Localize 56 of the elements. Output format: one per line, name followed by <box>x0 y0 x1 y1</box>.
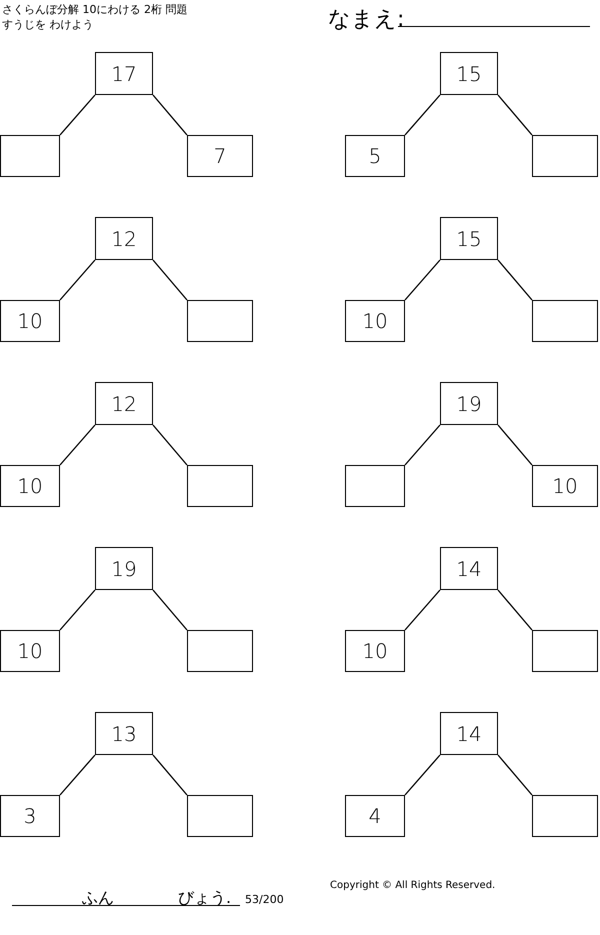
answer-box <box>187 630 253 672</box>
number-box: 17 <box>95 52 153 95</box>
answer-box <box>345 465 405 507</box>
answer-box <box>0 135 60 177</box>
number-box: 19 <box>440 382 498 425</box>
connector-line <box>404 590 440 630</box>
number-box: 10 <box>345 630 405 672</box>
name-label: なまえ: <box>328 6 404 34</box>
number-box: 10 <box>532 465 598 507</box>
connector-line <box>152 590 188 630</box>
connector-line <box>60 424 96 466</box>
minutes-label: ふん <box>82 888 114 909</box>
number-box: 10 <box>0 630 60 672</box>
number-box: 10 <box>0 300 60 342</box>
answer-box <box>532 135 598 177</box>
number-box: 14 <box>440 712 498 755</box>
connector-line <box>60 590 96 630</box>
answer-box <box>187 465 253 507</box>
answer-box <box>187 795 253 837</box>
worksheet-title: さくらんぼ分解 10にわける 2桁 問題 <box>2 2 188 17</box>
number-box: 5 <box>345 135 405 177</box>
connector-line <box>498 424 532 466</box>
connector-line <box>60 260 96 300</box>
answer-box <box>532 795 598 837</box>
worksheet-instruction: すうじを わけよう <box>2 17 94 32</box>
connector-line <box>404 94 440 136</box>
number-box: 15 <box>440 52 498 95</box>
number-box: 12 <box>95 217 153 260</box>
connector-line <box>498 590 532 630</box>
connector-line <box>404 260 440 300</box>
number-box: 13 <box>95 712 153 755</box>
connector-line <box>498 94 532 136</box>
number-box: 7 <box>187 135 253 177</box>
connector-line <box>152 754 188 796</box>
connector-line <box>152 260 188 300</box>
number-box: 12 <box>95 382 153 425</box>
number-box: 14 <box>440 547 498 590</box>
answer-box <box>532 300 598 342</box>
number-box: 4 <box>345 795 405 837</box>
number-box: 15 <box>440 217 498 260</box>
connector-line <box>498 754 532 796</box>
number-box: 10 <box>345 300 405 342</box>
connector-line <box>404 424 440 466</box>
page-number: 53/200 <box>245 893 284 906</box>
connector-line <box>498 260 532 300</box>
answer-box <box>532 630 598 672</box>
answer-box <box>187 300 253 342</box>
connector-line <box>404 754 440 796</box>
number-box: 3 <box>0 795 60 837</box>
number-box: 10 <box>0 465 60 507</box>
connector-line <box>60 94 96 136</box>
connector-line <box>60 754 96 796</box>
number-box: 19 <box>95 547 153 590</box>
copyright-notice: Copyright © All Rights Reserved. <box>330 880 496 891</box>
connector-line <box>152 94 188 136</box>
connector-line <box>152 424 188 466</box>
